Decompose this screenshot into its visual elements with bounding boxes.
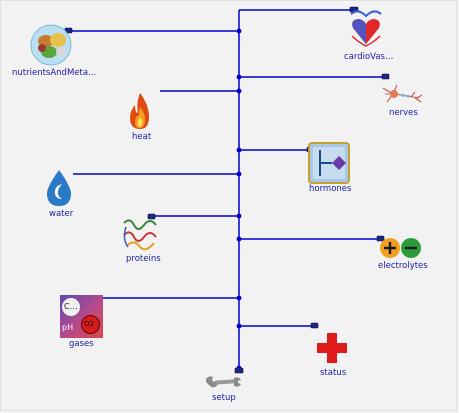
flame-icon[interactable] <box>127 91 153 131</box>
label-nutrients: nutrientsAndMeta… <box>12 68 97 78</box>
bus-connector-proteins <box>147 213 156 220</box>
label-proteins: proteins <box>126 254 161 264</box>
bus-junction <box>236 323 242 329</box>
label-status: status <box>320 368 347 378</box>
label-setup: setup <box>212 393 236 403</box>
wrench-icon[interactable] <box>204 374 242 390</box>
water-drop-icon[interactable] <box>44 168 74 208</box>
red-cross-icon[interactable] <box>316 332 348 364</box>
bus-junction <box>236 171 242 177</box>
gases-o2-label: O2 <box>84 320 94 328</box>
bus-junction <box>236 213 242 219</box>
bus-junction <box>236 88 242 94</box>
food-plate-icon[interactable] <box>30 24 72 66</box>
bus-junction <box>236 147 242 153</box>
label-heat: heat <box>132 132 152 142</box>
blood-gases-icon[interactable]: C… pH O2 <box>60 295 103 338</box>
protein-helix-icon[interactable] <box>120 215 162 253</box>
bus-connector-electrolytes <box>376 235 385 242</box>
bus-connector-status <box>310 322 319 329</box>
label-electrolytes: electrolytes <box>378 261 428 271</box>
neuron-icon[interactable] <box>381 82 423 106</box>
gases-co2-label: C… <box>64 302 78 311</box>
heart-icon[interactable] <box>348 8 384 48</box>
label-water: water <box>49 209 74 219</box>
label-hormones: hormones <box>309 184 352 194</box>
bus-connector-setup <box>234 367 244 374</box>
bus-connector-nerves <box>381 73 390 80</box>
label-nerves: nerves <box>389 108 418 118</box>
bus-junction <box>236 236 242 242</box>
bus-junction <box>236 28 242 34</box>
gases-ph-label: pH <box>62 323 74 332</box>
hormone-gland-icon[interactable] <box>308 142 350 184</box>
bus-junction <box>236 295 242 301</box>
label-gases: gases <box>69 339 94 349</box>
bus-junction <box>236 74 242 80</box>
label-cardio: cardioVas… <box>344 52 394 62</box>
plus-minus-ions-icon[interactable] <box>378 236 424 260</box>
